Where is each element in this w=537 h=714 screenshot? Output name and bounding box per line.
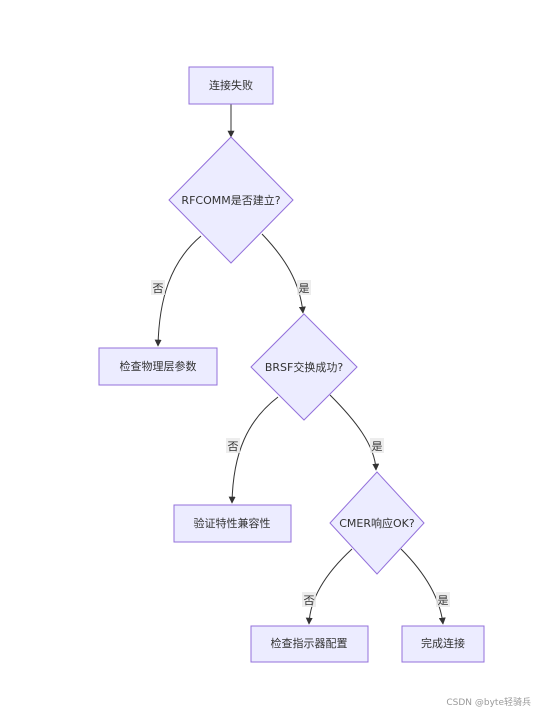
node-done: 完成连接: [401, 625, 485, 663]
watermark: CSDN @byte轻骑兵: [446, 698, 531, 708]
edge-label-text: 是: [438, 594, 449, 607]
edge-label-brsf-no: 否: [226, 438, 240, 453]
node-label: 检查物理层参数: [120, 359, 197, 373]
node-label: CMER响应OK?: [339, 516, 415, 530]
edge-brsf-yes: [329, 394, 380, 471]
edge-label-text: 否: [153, 282, 164, 295]
node-check-indicator: 检查指示器配置: [250, 625, 369, 663]
edge-label-rfcomm-yes: 是: [297, 280, 311, 295]
node-cmer-decision: CMER响应OK?: [329, 471, 425, 575]
edge-label-text: 否: [228, 440, 239, 453]
edge-cmer-no: [305, 548, 353, 625]
edge-brsf-no: [228, 396, 279, 504]
node-label: 验证特性兼容性: [194, 516, 271, 530]
node-start: 连接失败: [188, 66, 274, 105]
node-verify-features: 验证特性兼容性: [173, 504, 292, 543]
edge-label-text: 是: [372, 440, 383, 453]
node-label: 检查指示器配置: [271, 636, 348, 650]
edge-cmer-yes: [400, 548, 446, 625]
node-brsf-decision: BRSF交换成功?: [250, 313, 358, 421]
node-rfcomm-decision: RFCOMM是否建立?: [168, 136, 294, 264]
edge-label-text: 否: [304, 594, 315, 607]
edge-label-cmer-no: 否: [302, 592, 316, 607]
node-label: RFCOMM是否建立?: [181, 193, 280, 207]
edge-rfcomm-no: [154, 235, 202, 347]
edge-label-cmer-yes: 是: [436, 592, 450, 607]
edge-label-rfcomm-no: 否: [151, 280, 165, 295]
node-label: BRSF交换成功?: [265, 360, 343, 374]
edge-label-text: 是: [299, 282, 310, 295]
node-check-physical: 检查物理层参数: [98, 347, 218, 386]
edge-label-brsf-yes: 是: [370, 438, 384, 453]
edge-rfcomm-yes: [261, 233, 306, 314]
node-label: 完成连接: [421, 636, 465, 650]
node-label: 连接失败: [209, 78, 253, 92]
